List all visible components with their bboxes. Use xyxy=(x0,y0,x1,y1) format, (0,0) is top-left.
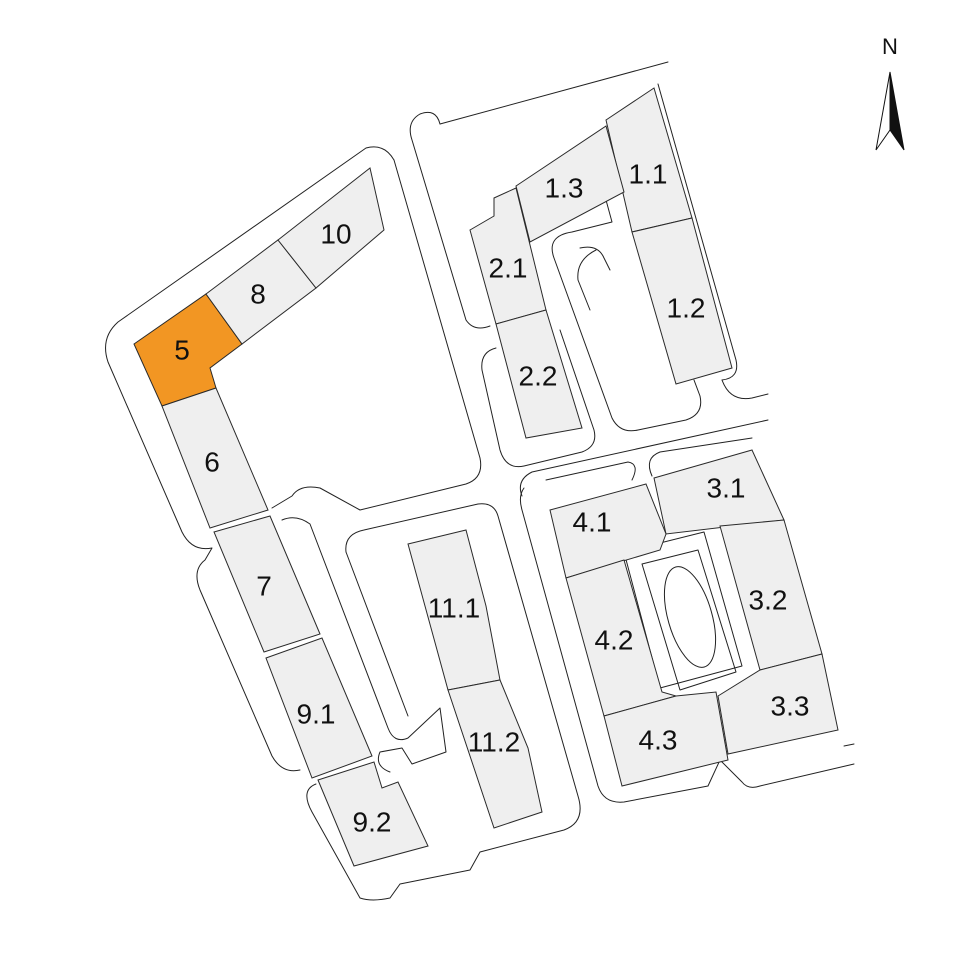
plot-3-3[interactable] xyxy=(717,653,839,755)
north-compass: N xyxy=(875,34,905,151)
road-edge-north-west xyxy=(409,111,491,329)
road-edge-center-3b xyxy=(577,249,597,311)
road-edge-east-7 xyxy=(843,743,855,747)
road-edge-east-5 xyxy=(648,437,753,477)
courtyard-inner xyxy=(641,549,737,691)
plot-11-2[interactable] xyxy=(447,679,543,829)
plot-4-2[interactable] xyxy=(565,559,678,717)
plot-7[interactable] xyxy=(213,515,321,653)
plot-6[interactable] xyxy=(161,387,269,529)
road-edge-center xyxy=(481,329,596,468)
plot-9-2[interactable] xyxy=(317,761,429,867)
plot-3-2[interactable] xyxy=(719,519,823,671)
plot-1-2[interactable] xyxy=(631,217,733,385)
courtyard-oval xyxy=(663,566,717,668)
plot-2-2[interactable] xyxy=(495,309,583,439)
road-edge-center-3 xyxy=(579,246,611,271)
plot-1-3[interactable] xyxy=(515,125,625,243)
road-edge-east-3 xyxy=(519,419,769,497)
plot-4-3[interactable] xyxy=(603,691,729,787)
road-edge-west-inner xyxy=(271,159,482,511)
plot-layer xyxy=(133,87,839,867)
road-edge-east-4 xyxy=(545,461,636,481)
road-edge-north xyxy=(439,61,669,125)
road-outlines xyxy=(105,61,855,901)
road-edge-inner-loop-3 xyxy=(345,551,409,717)
plot-10[interactable] xyxy=(277,167,385,289)
road-edge-inner-loop xyxy=(281,517,447,773)
plot-4-1[interactable] xyxy=(549,483,667,579)
road-edge-center-2 xyxy=(551,199,702,432)
north-label: N xyxy=(882,34,898,59)
road-edge-west-block xyxy=(105,146,395,772)
plot-9-1[interactable] xyxy=(265,637,373,779)
north-arrow-icon xyxy=(875,71,905,151)
plot-11-1[interactable] xyxy=(407,529,501,691)
road-edge-east-6 xyxy=(707,759,855,788)
road-edge-east-1 xyxy=(721,379,769,400)
road-edge-inner-loop-2 xyxy=(306,503,581,901)
road-edge-north-east xyxy=(657,83,738,381)
